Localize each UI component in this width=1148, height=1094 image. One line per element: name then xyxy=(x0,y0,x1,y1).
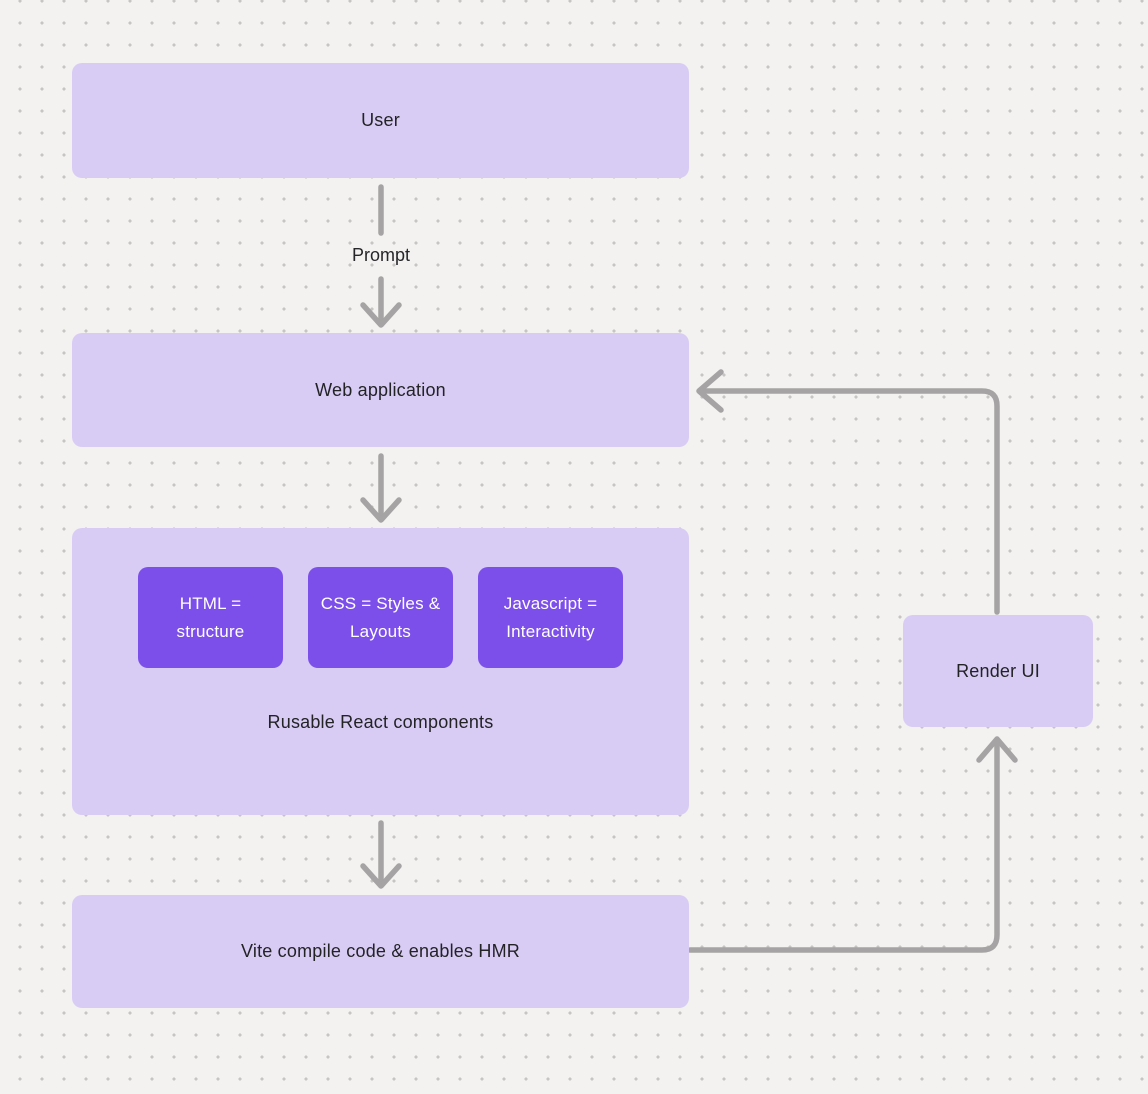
arrow-vite-to-render-head xyxy=(976,736,1018,763)
chip-css-label: CSS = Styles & Layouts xyxy=(320,593,441,641)
node-render-ui-label: Render UI xyxy=(956,660,1040,681)
node-vite: Vite compile code & enables HMR xyxy=(72,895,689,1008)
node-render-ui: Render UI xyxy=(903,615,1093,727)
node-user: User xyxy=(72,63,689,178)
arrow-prompt-to-webapp-head xyxy=(360,302,402,328)
chip-css: CSS = Styles & Layouts xyxy=(308,567,453,668)
node-web-application-label: Web application xyxy=(315,379,446,400)
node-vite-label: Vite compile code & enables HMR xyxy=(240,941,520,961)
arrow-render-to-webapp-line xyxy=(700,388,1000,615)
chip-javascript: Javascript = Interactivity xyxy=(478,567,623,668)
node-web-application: Web application xyxy=(72,333,689,447)
chip-html-label: HTML = structure xyxy=(176,593,245,641)
components-chip-row: HTML = structure CSS = Styles & Layouts … xyxy=(138,567,623,668)
arrow-vite-to-render-line xyxy=(687,741,1000,953)
arrow-webapp-to-group-head xyxy=(360,497,402,523)
chip-html: HTML = structure xyxy=(138,567,283,668)
components-group-caption: Rusable React components xyxy=(267,712,494,732)
node-components-group: HTML = structure CSS = Styles & Layouts … xyxy=(72,528,689,815)
arrow-group-to-vite-head xyxy=(360,863,402,889)
arrow-render-to-webapp-head xyxy=(696,369,724,413)
prompt-edge-label: Prompt xyxy=(351,245,411,265)
chip-javascript-label: Javascript = Interactivity xyxy=(503,593,598,641)
node-user-label: User xyxy=(361,110,400,130)
